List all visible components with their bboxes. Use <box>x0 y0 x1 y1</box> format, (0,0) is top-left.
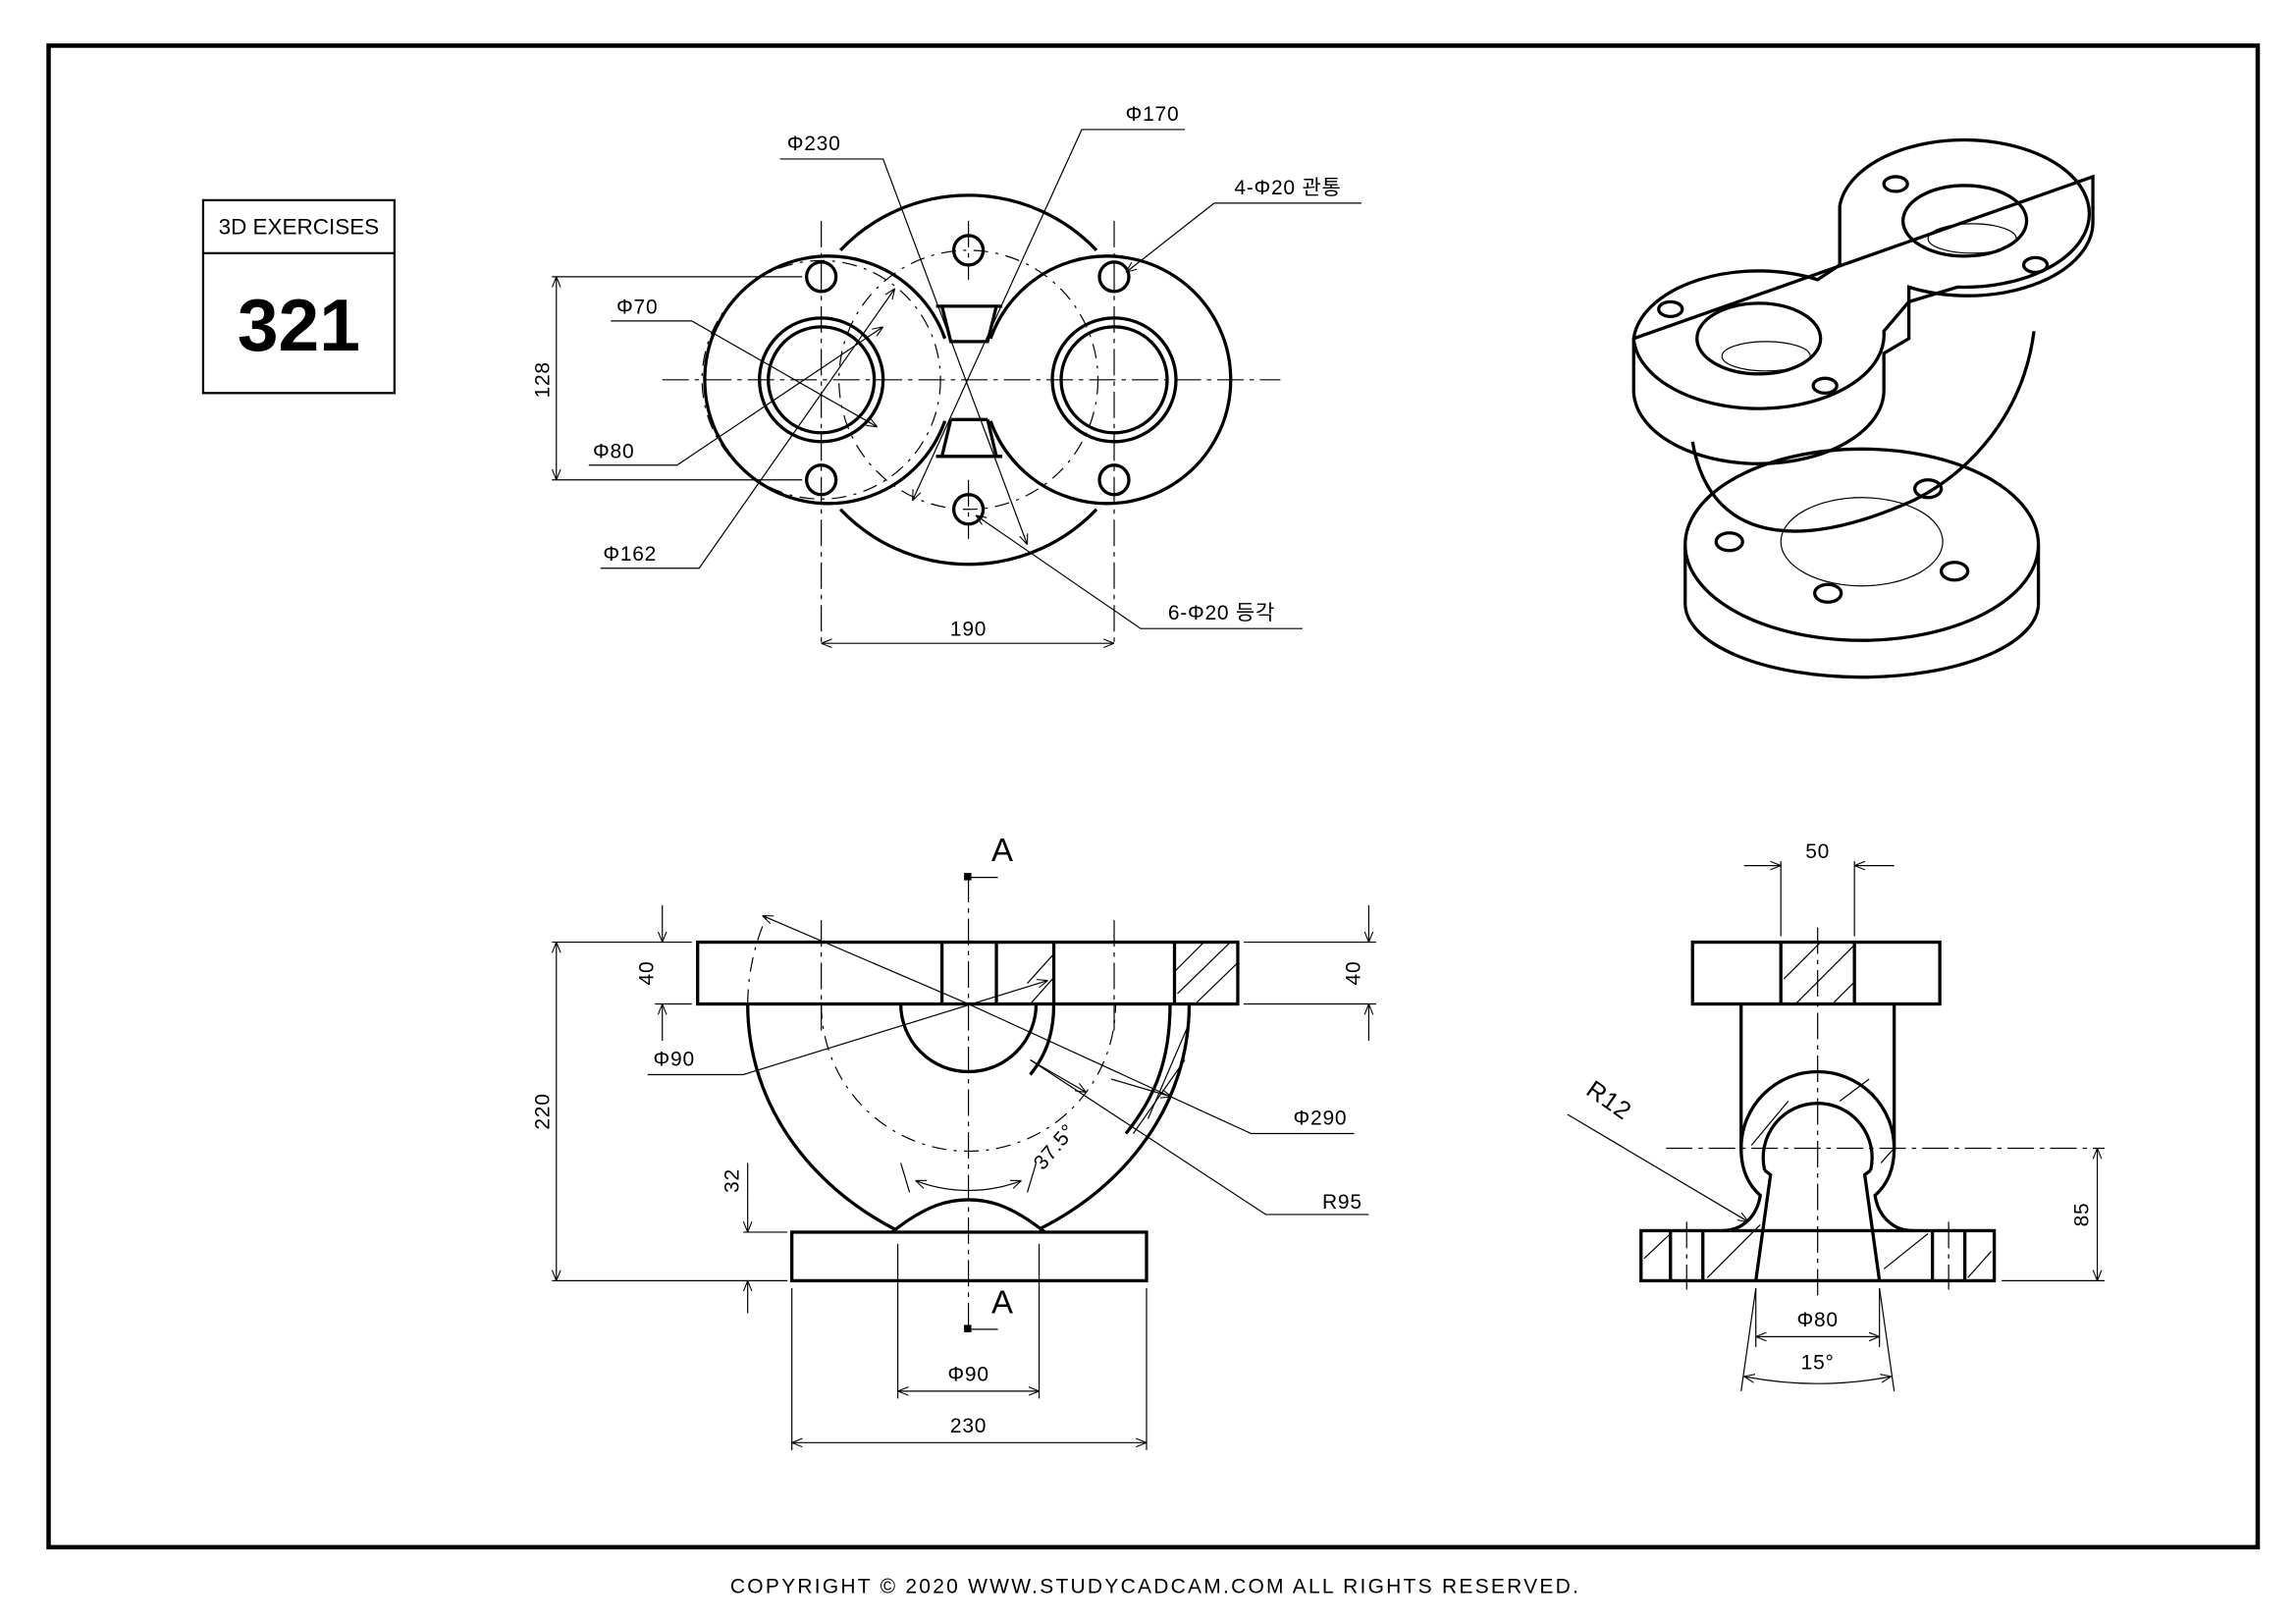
dim-angle-15: 15° <box>1801 1351 1835 1374</box>
isometric-view <box>1631 137 2095 679</box>
dim-d170: Φ170 <box>1126 103 1180 126</box>
side-view: 50 85 R12 Φ80 15° <box>1567 840 2106 1391</box>
title-block: 3D EXERCISES 321 <box>201 198 396 395</box>
sheet-border <box>46 43 2261 1550</box>
dim-d230: Φ230 <box>787 133 841 155</box>
copyright-footer: COPYRIGHT © 2020 WWW.STUDYCADCAM.COM ALL… <box>730 1575 1580 1597</box>
dim-50: 50 <box>1805 840 1830 863</box>
dim-6-holes: 6-Φ20 등각 <box>1168 602 1275 624</box>
dim-r95: R95 <box>1322 1191 1362 1214</box>
dim-32: 32 <box>721 1168 744 1193</box>
dim-220: 220 <box>531 1093 554 1129</box>
dim-d90-left: Φ90 <box>654 1049 695 1071</box>
dim-d80: Φ80 <box>593 440 634 462</box>
dim-r12: R12 <box>1581 1075 1636 1125</box>
dim-190: 190 <box>950 619 987 641</box>
section-label-bottom: A <box>991 1283 1013 1320</box>
dim-d70: Φ70 <box>616 296 658 318</box>
dim-128: 128 <box>531 361 554 398</box>
dim-40-left: 40 <box>636 961 659 986</box>
dim-angle-37-5: 37.5° <box>1030 1120 1081 1174</box>
dim-4-holes: 4-Φ20 관통 <box>1234 177 1341 199</box>
dim-85: 85 <box>2071 1203 2094 1227</box>
front-view: A A 220 40 40 32 Φ90 230 Φ90 Φ290 R95 37… <box>531 832 1376 1450</box>
dim-d80: Φ80 <box>1797 1309 1839 1331</box>
section-label-top: A <box>991 832 1013 868</box>
dim-d162: Φ162 <box>603 543 657 566</box>
dim-40-right: 40 <box>1342 961 1364 986</box>
dim-230: 230 <box>950 1415 987 1437</box>
top-view: 128 190 Φ230 Φ170 4-Φ20 관통 Φ70 Φ80 Φ162 … <box>531 103 1362 648</box>
dim-d290: Φ290 <box>1294 1107 1348 1129</box>
dim-d90-bottom: Φ90 <box>947 1363 988 1385</box>
exercise-number: 321 <box>238 284 360 366</box>
title-label: 3D EXERCISES <box>219 214 380 239</box>
